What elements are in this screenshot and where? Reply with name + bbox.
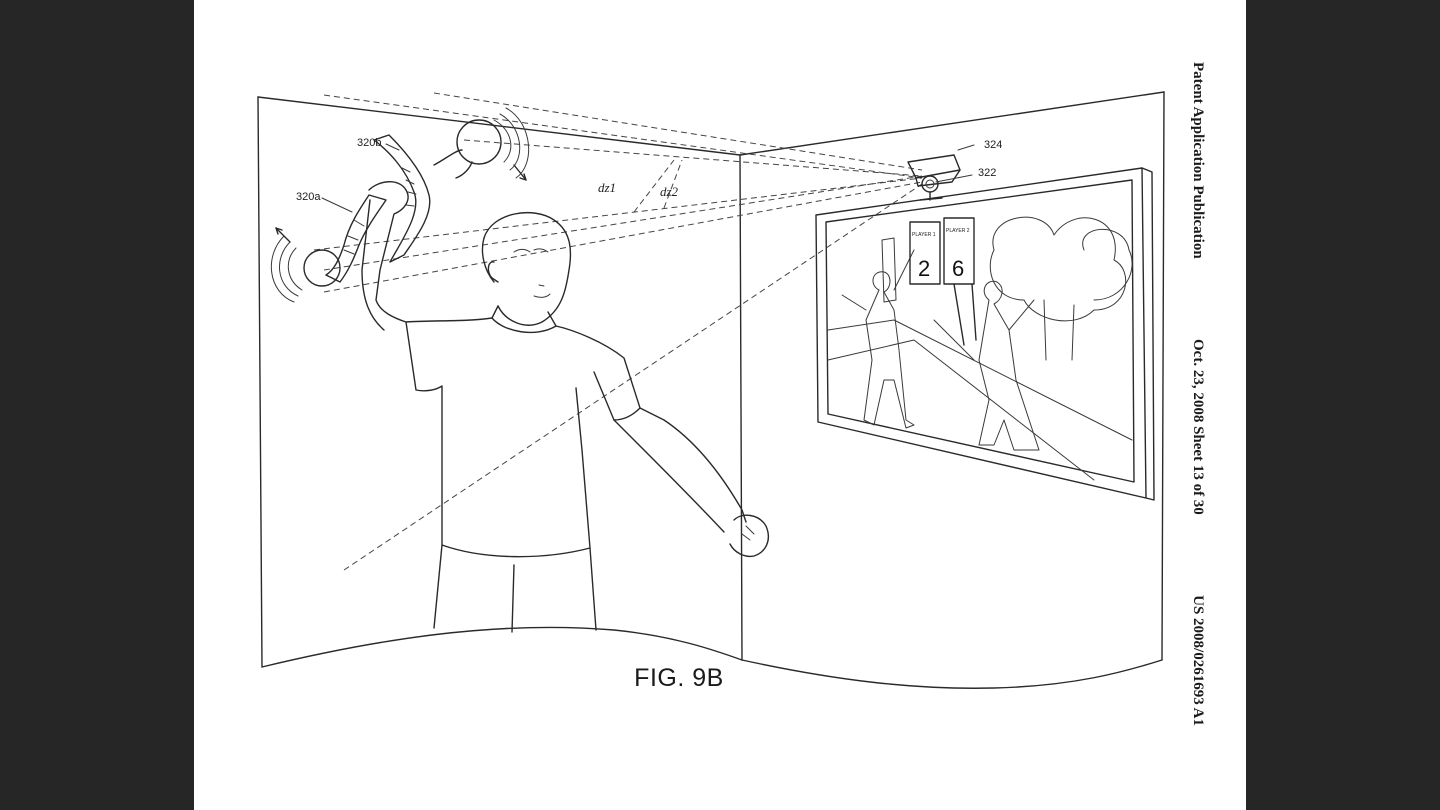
patent-drawing: PLAYER 1 PLAYER 2 2 6 (257, 91, 1165, 689)
player1-score: 2 (918, 256, 930, 281)
label-324: 324 (984, 139, 1002, 151)
person (361, 181, 770, 633)
label-320a: 320a (296, 191, 321, 203)
label-322: 322 (978, 167, 996, 179)
player2-label: PLAYER 2 (946, 228, 970, 234)
label-dz2: dz2 (660, 184, 679, 199)
publication-number: US 2008/0261693 A1 (1190, 595, 1207, 726)
motion-arrows (275, 164, 527, 243)
label-320b: 320b (357, 137, 381, 149)
controller-320b (373, 107, 530, 263)
publication-type: Patent Application Publication (1190, 62, 1207, 259)
player1-label: PLAYER 1 (912, 232, 936, 238)
camera (907, 144, 975, 201)
camera-sight-lines (313, 92, 923, 571)
room-right-wall (739, 91, 1165, 689)
patent-header: Patent Application Publication Oct. 23, … (1187, 62, 1209, 726)
publication-date-sheet: Oct. 23, 2008 Sheet 13 of 30 (1190, 339, 1207, 515)
patent-sheet: PLAYER 1 PLAYER 2 2 6 (194, 0, 1246, 810)
room-left-wall (257, 96, 743, 668)
label-dz1: dz1 (598, 180, 616, 195)
callout-labels: 320b 320a 324 322 dz1 dz2 (296, 137, 1002, 213)
player2-score: 6 (952, 256, 964, 281)
controller-320a (270, 194, 387, 303)
scoreboard: PLAYER 1 PLAYER 2 2 6 (909, 217, 977, 346)
figure-caption: FIG. 9B (634, 664, 724, 692)
tv (815, 167, 1155, 501)
